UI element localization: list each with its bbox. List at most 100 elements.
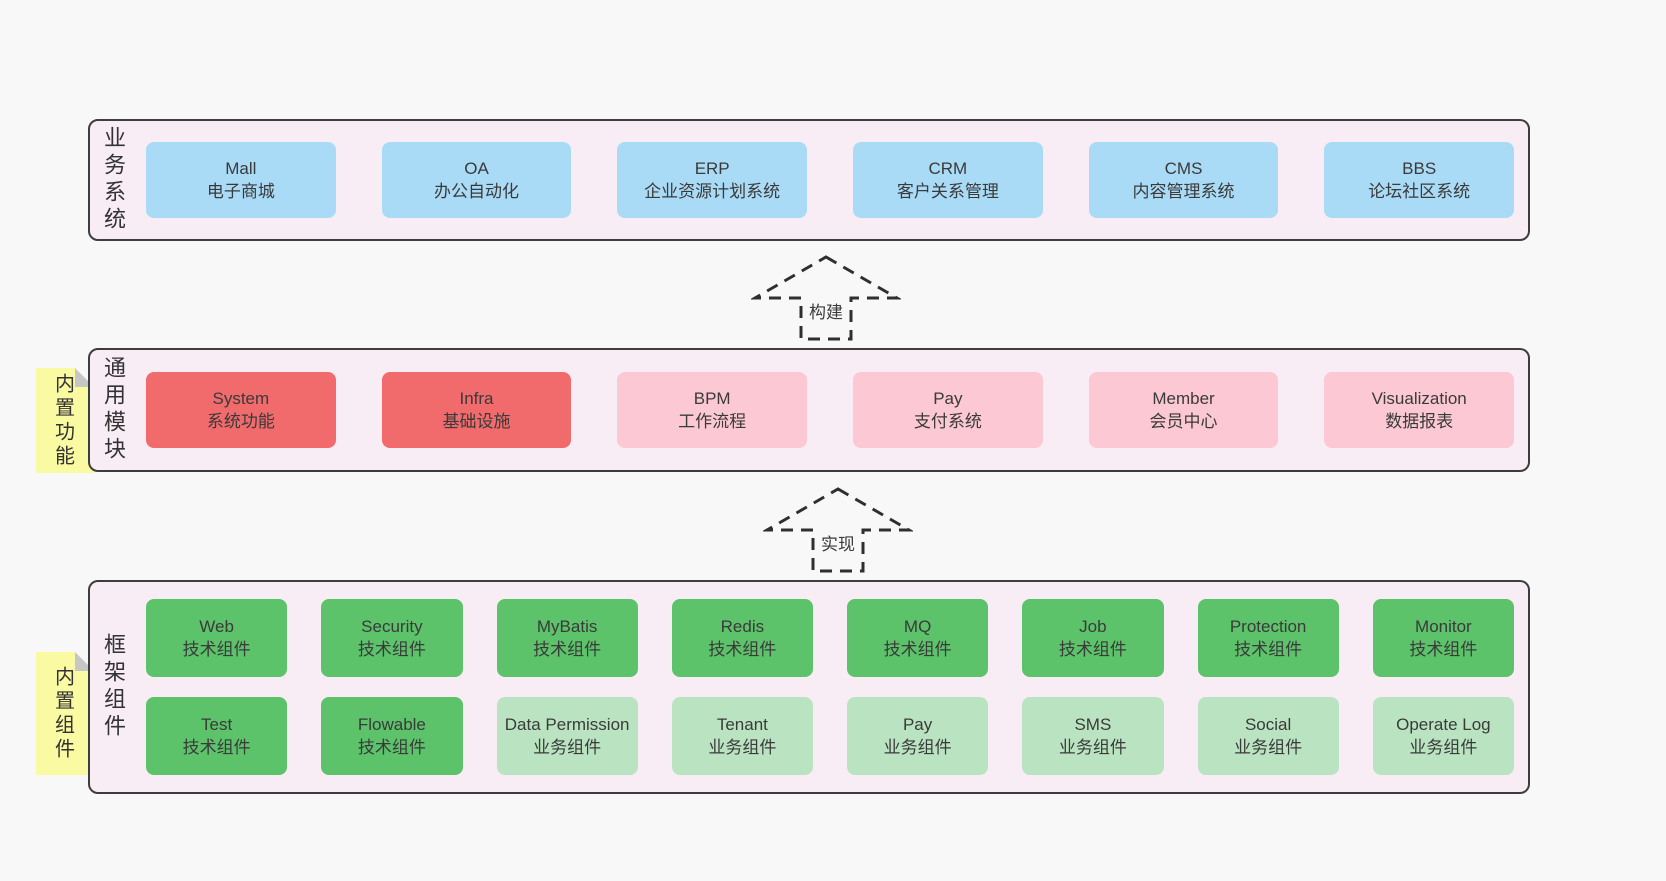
component-name: System	[212, 389, 270, 408]
component-name: Member	[1152, 389, 1215, 408]
component-name: CMS	[1164, 159, 1203, 178]
component-box-test: Test 技术组件	[146, 697, 288, 775]
component-desc: 数据报表	[1385, 412, 1454, 431]
component-name: BBS	[1402, 159, 1437, 178]
component-box-cms: CMS 内容管理系统	[1088, 142, 1279, 218]
sticky-note-builtin-features: 内置功能	[36, 368, 94, 473]
component-desc: 技术组件	[357, 738, 426, 757]
component-name: Social	[1244, 715, 1292, 734]
component-name: CRM	[928, 159, 968, 178]
component-name: Protection	[1229, 617, 1307, 636]
component-name: Data Permission	[504, 715, 630, 734]
component-desc: 技术组件	[533, 640, 602, 659]
arrow-label: 构建	[809, 303, 843, 322]
component-name: Job	[1079, 617, 1107, 636]
component-desc: 技术组件	[182, 738, 251, 757]
component-box-monitor: Monitor 技术组件	[1372, 599, 1514, 677]
component-desc: 支付系统	[913, 412, 982, 431]
layer-content: Mall 电子商城 OA 办公自动化 ERP 企业资源计划系统 CRM 客户关系管理 CMS 内容…	[146, 121, 1515, 239]
component-name: BPM	[693, 389, 731, 408]
dashed-up-arrow-icon	[763, 487, 913, 573]
component-box-member: Member 会员中心	[1088, 372, 1279, 448]
component-box-sms: SMS 业务组件	[1022, 697, 1164, 775]
component-row: Mall 电子商城 OA 办公自动化 ERP 企业资源计划系统 CRM 客户关系管理 CMS 内容…	[146, 142, 1515, 218]
component-box-pay: Pay 支付系统	[853, 372, 1043, 448]
component-name: Security	[361, 617, 423, 636]
component-box-operate-log: Operate Log 业务组件	[1372, 697, 1514, 775]
component-desc: 基础设施	[442, 412, 511, 431]
component-desc: 技术组件	[883, 640, 952, 659]
layer-content: System 系统功能 Infra 基础设施 BPM 工作流程 Pay 支付系统 Member 会…	[146, 350, 1515, 470]
sticky-note-builtin-components: 内置组件	[36, 652, 94, 775]
component-name: MyBatis	[536, 617, 598, 636]
component-desc: 会员中心	[1149, 412, 1218, 431]
component-box-bpm: BPM 工作流程	[617, 372, 808, 448]
component-desc: 业务组件	[1409, 738, 1478, 757]
sticky-note-label: 内置组件	[51, 665, 74, 762]
component-row: System 系统功能 Infra 基础设施 BPM 工作流程 Pay 支付系统 Member 会…	[146, 372, 1515, 448]
arrow-label: 实现	[821, 535, 855, 554]
component-desc: 客户关系管理	[896, 182, 999, 201]
component-box-mybatis: MyBatis 技术组件	[496, 599, 638, 677]
component-box-data-permission: Data Permission 业务组件	[496, 697, 638, 775]
component-name: Pay	[933, 389, 963, 408]
component-name: Flowable	[357, 715, 426, 734]
layer-label: 框架组件	[101, 633, 126, 741]
component-name: Mall	[225, 159, 257, 178]
dashed-up-arrow-icon	[751, 255, 901, 341]
component-desc: 业务组件	[708, 738, 777, 757]
component-name: Infra	[459, 389, 494, 408]
component-desc: 工作流程	[678, 412, 747, 431]
component-name: ERP	[694, 159, 730, 178]
component-box-mq: MQ 技术组件	[847, 599, 989, 677]
component-desc: 企业资源计划系统	[644, 182, 781, 201]
component-desc: 业务组件	[883, 738, 952, 757]
arrow-build: 构建	[751, 254, 901, 342]
component-desc: 内容管理系统	[1132, 182, 1235, 201]
component-name: Monitor	[1415, 617, 1472, 636]
component-box-redis: Redis 技术组件	[671, 599, 813, 677]
component-box-infra: Infra 基础设施	[381, 372, 572, 448]
component-box-erp: ERP 企业资源计划系统	[617, 142, 808, 218]
component-box-tenant: Tenant 业务组件	[671, 697, 813, 775]
component-desc: 办公自动化	[434, 182, 519, 201]
component-name: Redis	[720, 617, 765, 636]
component-box-system: System 系统功能	[146, 372, 336, 448]
component-desc: 业务组件	[1058, 738, 1127, 757]
component-name: Pay	[902, 715, 933, 734]
component-name: MQ	[903, 617, 932, 636]
component-desc: 业务组件	[1234, 738, 1303, 757]
component-name: Tenant	[716, 715, 768, 734]
component-box-visualization: Visualization 数据报表	[1324, 372, 1515, 448]
component-box-mall: Mall 电子商城	[146, 142, 336, 218]
component-desc: 电子商城	[206, 182, 275, 201]
component-desc: 技术组件	[1409, 640, 1478, 659]
component-box-pay: Pay 业务组件	[847, 697, 989, 775]
arrow-implement: 实现	[763, 486, 913, 574]
component-name: SMS	[1074, 715, 1112, 734]
component-name: OA	[464, 159, 489, 178]
component-desc: 技术组件	[357, 640, 426, 659]
component-box-bbs: BBS 论坛社区系统	[1324, 142, 1515, 218]
component-desc: 业务组件	[533, 738, 602, 757]
component-desc: 技术组件	[708, 640, 777, 659]
component-name: Visualization	[1371, 389, 1467, 408]
component-name: Test	[201, 715, 233, 734]
component-desc: 技术组件	[182, 640, 251, 659]
sticky-note-label: 内置功能	[51, 372, 74, 469]
component-name: Operate Log	[1396, 715, 1491, 734]
component-box-oa: OA 办公自动化	[381, 142, 572, 218]
component-box-flowable: Flowable 技术组件	[321, 697, 463, 775]
component-desc: 系统功能	[206, 412, 275, 431]
component-desc: 论坛社区系统	[1368, 182, 1471, 201]
